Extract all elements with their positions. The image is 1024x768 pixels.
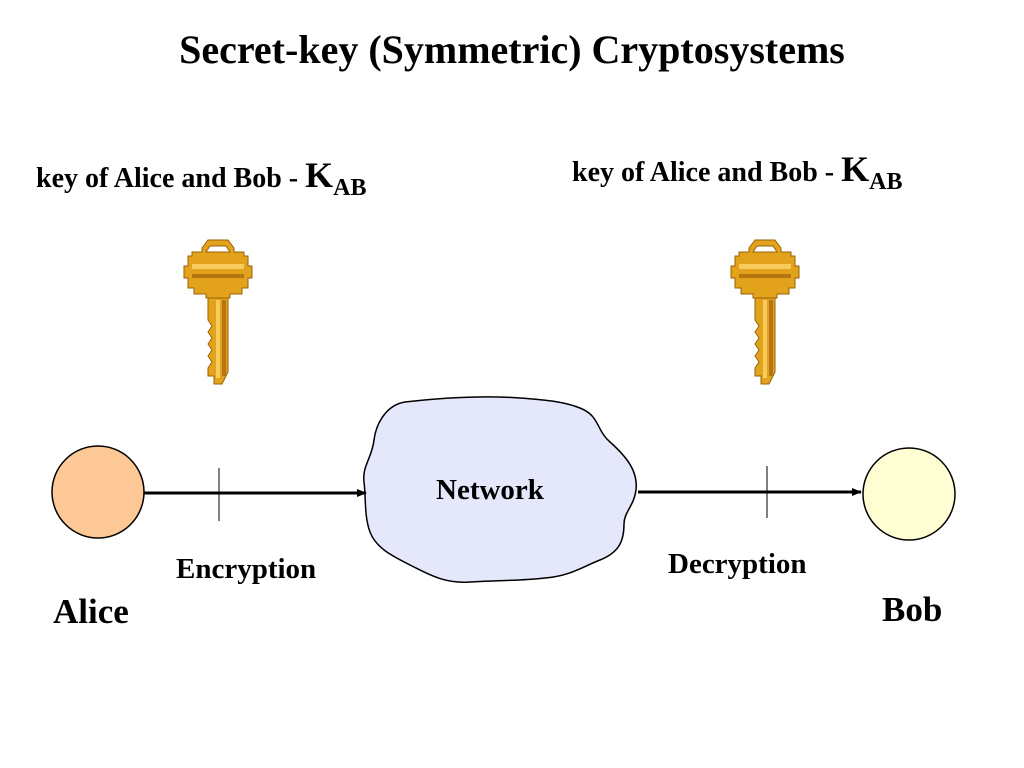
decryption-label: Decryption [668,548,807,580]
alice-label: Alice [53,592,129,631]
network-label: Network [436,474,544,506]
bob-label: Bob [882,590,943,629]
key-icon-left [183,239,253,385]
key-symbol: K [305,155,334,195]
encryption-label: Encryption [176,553,317,585]
alice-node [51,445,145,539]
key-label-text: key of Alice and Bob - [36,163,306,194]
key-label-text: key of Alice and Bob - [572,157,842,188]
key-icon-right [730,239,800,385]
key-label-right: key of Alice and Bob - KAB [572,149,903,194]
bob-node [862,447,956,541]
key-symbol: K [841,149,870,189]
page-title: Secret-key (Symmetric) Cryptosystems [179,27,845,72]
key-subscript: AB [869,169,903,195]
key-subscript: AB [333,175,367,201]
key-label-left: key of Alice and Bob - KAB [36,155,367,200]
